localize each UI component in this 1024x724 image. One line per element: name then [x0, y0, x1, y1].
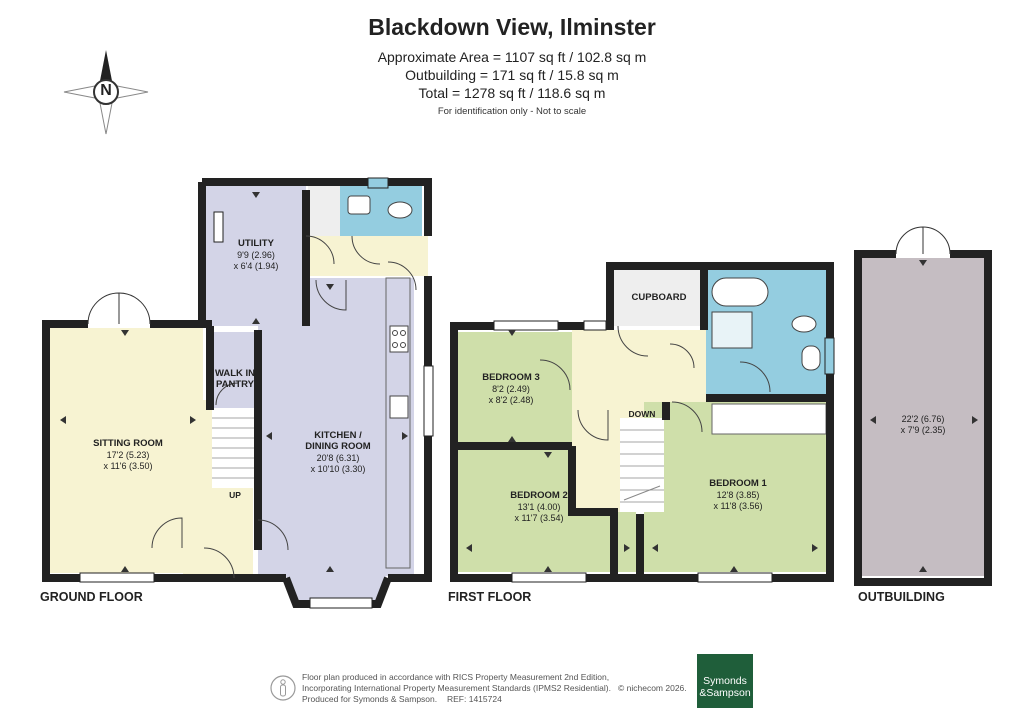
- kitchen-bay-area: [286, 576, 386, 600]
- french-doors-ground: [87, 292, 151, 325]
- bedroom-3-name: BEDROOM 3: [482, 372, 540, 383]
- bedroom-2-name: BEDROOM 2: [510, 490, 568, 501]
- ground-floor-walls: [42, 178, 432, 608]
- bedroom-1-dim-2: x 11'8 (3.56): [713, 501, 763, 511]
- compass-north-label: N: [100, 82, 112, 99]
- bathroom-fittings: [711, 277, 821, 371]
- footer-line-1: Floor plan produced in accordance with R…: [302, 672, 610, 682]
- ground-floor-label: GROUND FLOOR: [40, 590, 143, 604]
- stairs-up-treads: [212, 417, 254, 479]
- stairs-down-label: DOWN: [628, 409, 656, 419]
- kitchen-name-line-2: DINING ROOM: [305, 441, 371, 452]
- pantry-name-line-1: WALK IN: [214, 368, 256, 379]
- wc-fittings: [347, 195, 413, 219]
- footer-ref: REF: 1415724: [447, 694, 502, 704]
- first-floor-plan: [450, 262, 835, 583]
- bedroom-1-dim-1: 12'8 (3.85): [716, 490, 760, 500]
- first-floor-label: FIRST FLOOR: [448, 590, 532, 604]
- sitting-room-dim-1: 17'2 (5.23): [106, 450, 150, 460]
- total-area: Total = 1278 sq ft / 118.6 sq m: [418, 85, 606, 101]
- ground-floor-doors: [151, 235, 417, 579]
- cupboard-area: [614, 270, 704, 326]
- stairs-up-label: UP: [229, 490, 241, 500]
- french-doors-outbuilding: [895, 226, 951, 255]
- footer-line-2: Incorporating International Property Mea…: [302, 683, 611, 693]
- lobby-area: [306, 236, 428, 276]
- cupboard-name: CUPBOARD: [631, 292, 687, 303]
- logo-line-1: Symonds: [703, 675, 747, 687]
- page-title: Blackdown View, Ilminster: [368, 14, 656, 40]
- disclaimer: For identification only - Not to scale: [437, 106, 587, 117]
- logo-line-2: &Sampson: [699, 687, 751, 699]
- bedroom-1-name: BEDROOM 1: [709, 478, 767, 489]
- bedroom-2-dim-1: 13'1 (4.00): [517, 502, 561, 512]
- outbuilding-dim-1: 22'2 (6.76): [901, 414, 945, 424]
- sitting-room-name: SITTING ROOM: [93, 438, 163, 449]
- stairs-down-area: [620, 418, 664, 512]
- kitchen-area: [258, 278, 414, 576]
- sitting-room-dim-2: x 11'6 (3.50): [103, 461, 153, 471]
- bedroom-3-dim-2: x 8'2 (2.48): [488, 395, 534, 405]
- outbuilding-label: OUTBUILDING: [858, 590, 945, 604]
- outbuilding-plan: [854, 226, 992, 586]
- bedroom-2-dim-2: x 11'7 (3.54): [514, 513, 564, 523]
- utility-name: UTILITY: [238, 238, 274, 249]
- first-floor-windows: [493, 320, 835, 583]
- bedroom-3-area: [458, 332, 572, 444]
- kitchen-name-line-1: KITCHEN /: [314, 430, 362, 441]
- outbuilding-dim-2: x 7'9 (2.35): [900, 425, 946, 435]
- dimension-markers: [60, 192, 978, 572]
- outbuilding-area: [862, 258, 984, 576]
- kitchen-worktop: [385, 277, 411, 569]
- ground-floor-plan: [42, 177, 434, 609]
- outbuilding-area: Outbuilding = 171 sq ft / 15.8 sq m: [405, 67, 619, 83]
- ground-floor-windows: [79, 177, 434, 609]
- first-floor-doors: [539, 325, 771, 441]
- stairs-down-treads: [620, 429, 664, 503]
- footer-copyright: © nichecom 2026.: [618, 683, 687, 693]
- cloak-cupboard-area: [308, 186, 340, 236]
- approximate-area: Approximate Area = 1107 sq ft / 102.8 sq…: [377, 49, 647, 65]
- stair-rail: [623, 485, 661, 501]
- footer-line-3: Produced for Symonds & Sampson.: [302, 694, 438, 704]
- wardrobe-area: [711, 403, 827, 435]
- sitting-room-area: [50, 328, 203, 573]
- pantry-name-line-2: PANTRY: [216, 379, 254, 390]
- agent-logo: Symonds &Sampson: [697, 654, 753, 708]
- bedroom-3-dim-1: 8'2 (2.49): [492, 384, 530, 394]
- kitchen-dim-2: x 10'10 (3.30): [310, 464, 366, 474]
- utility-dim-1: 9'9 (2.96): [237, 250, 275, 260]
- kitchen-dim-1: 20'8 (6.31): [316, 453, 360, 463]
- utility-dim-2: x 6'4 (1.94): [233, 261, 279, 271]
